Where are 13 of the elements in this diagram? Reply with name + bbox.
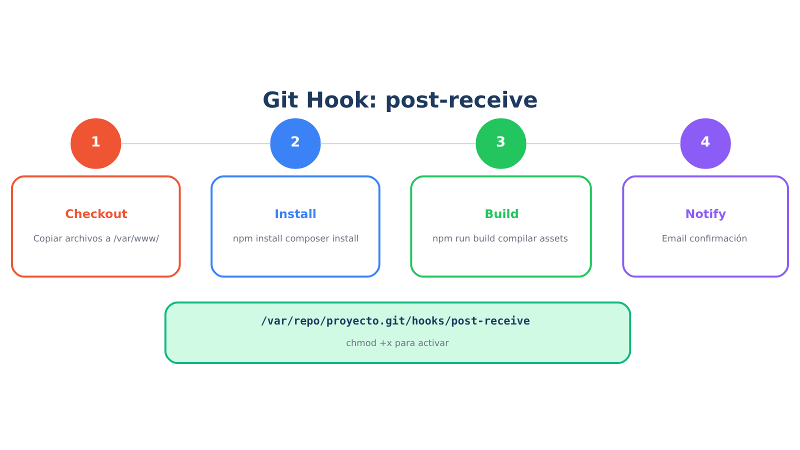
node-box: Install npm install composer install — [210, 175, 380, 278]
node-circle: 2 — [270, 118, 321, 169]
node-box: Build npm run build compilar assets — [410, 175, 592, 278]
node-circle: 3 — [476, 118, 526, 169]
node-circle: 4 — [680, 118, 731, 169]
connector — [320, 143, 476, 144]
node-circle: 1 — [70, 118, 122, 169]
node-box: /var/repo/proyecto.git/hooks/post-receive chmod +x para activar — [164, 301, 632, 364]
connector — [120, 143, 272, 144]
connector — [526, 143, 682, 144]
node-box: Checkout Copiar archivos a /var/www/ — [11, 175, 181, 278]
node-box: Notify Email confirmación — [622, 175, 789, 278]
diagram-title: Git Hook: post-receive — [262, 88, 538, 114]
